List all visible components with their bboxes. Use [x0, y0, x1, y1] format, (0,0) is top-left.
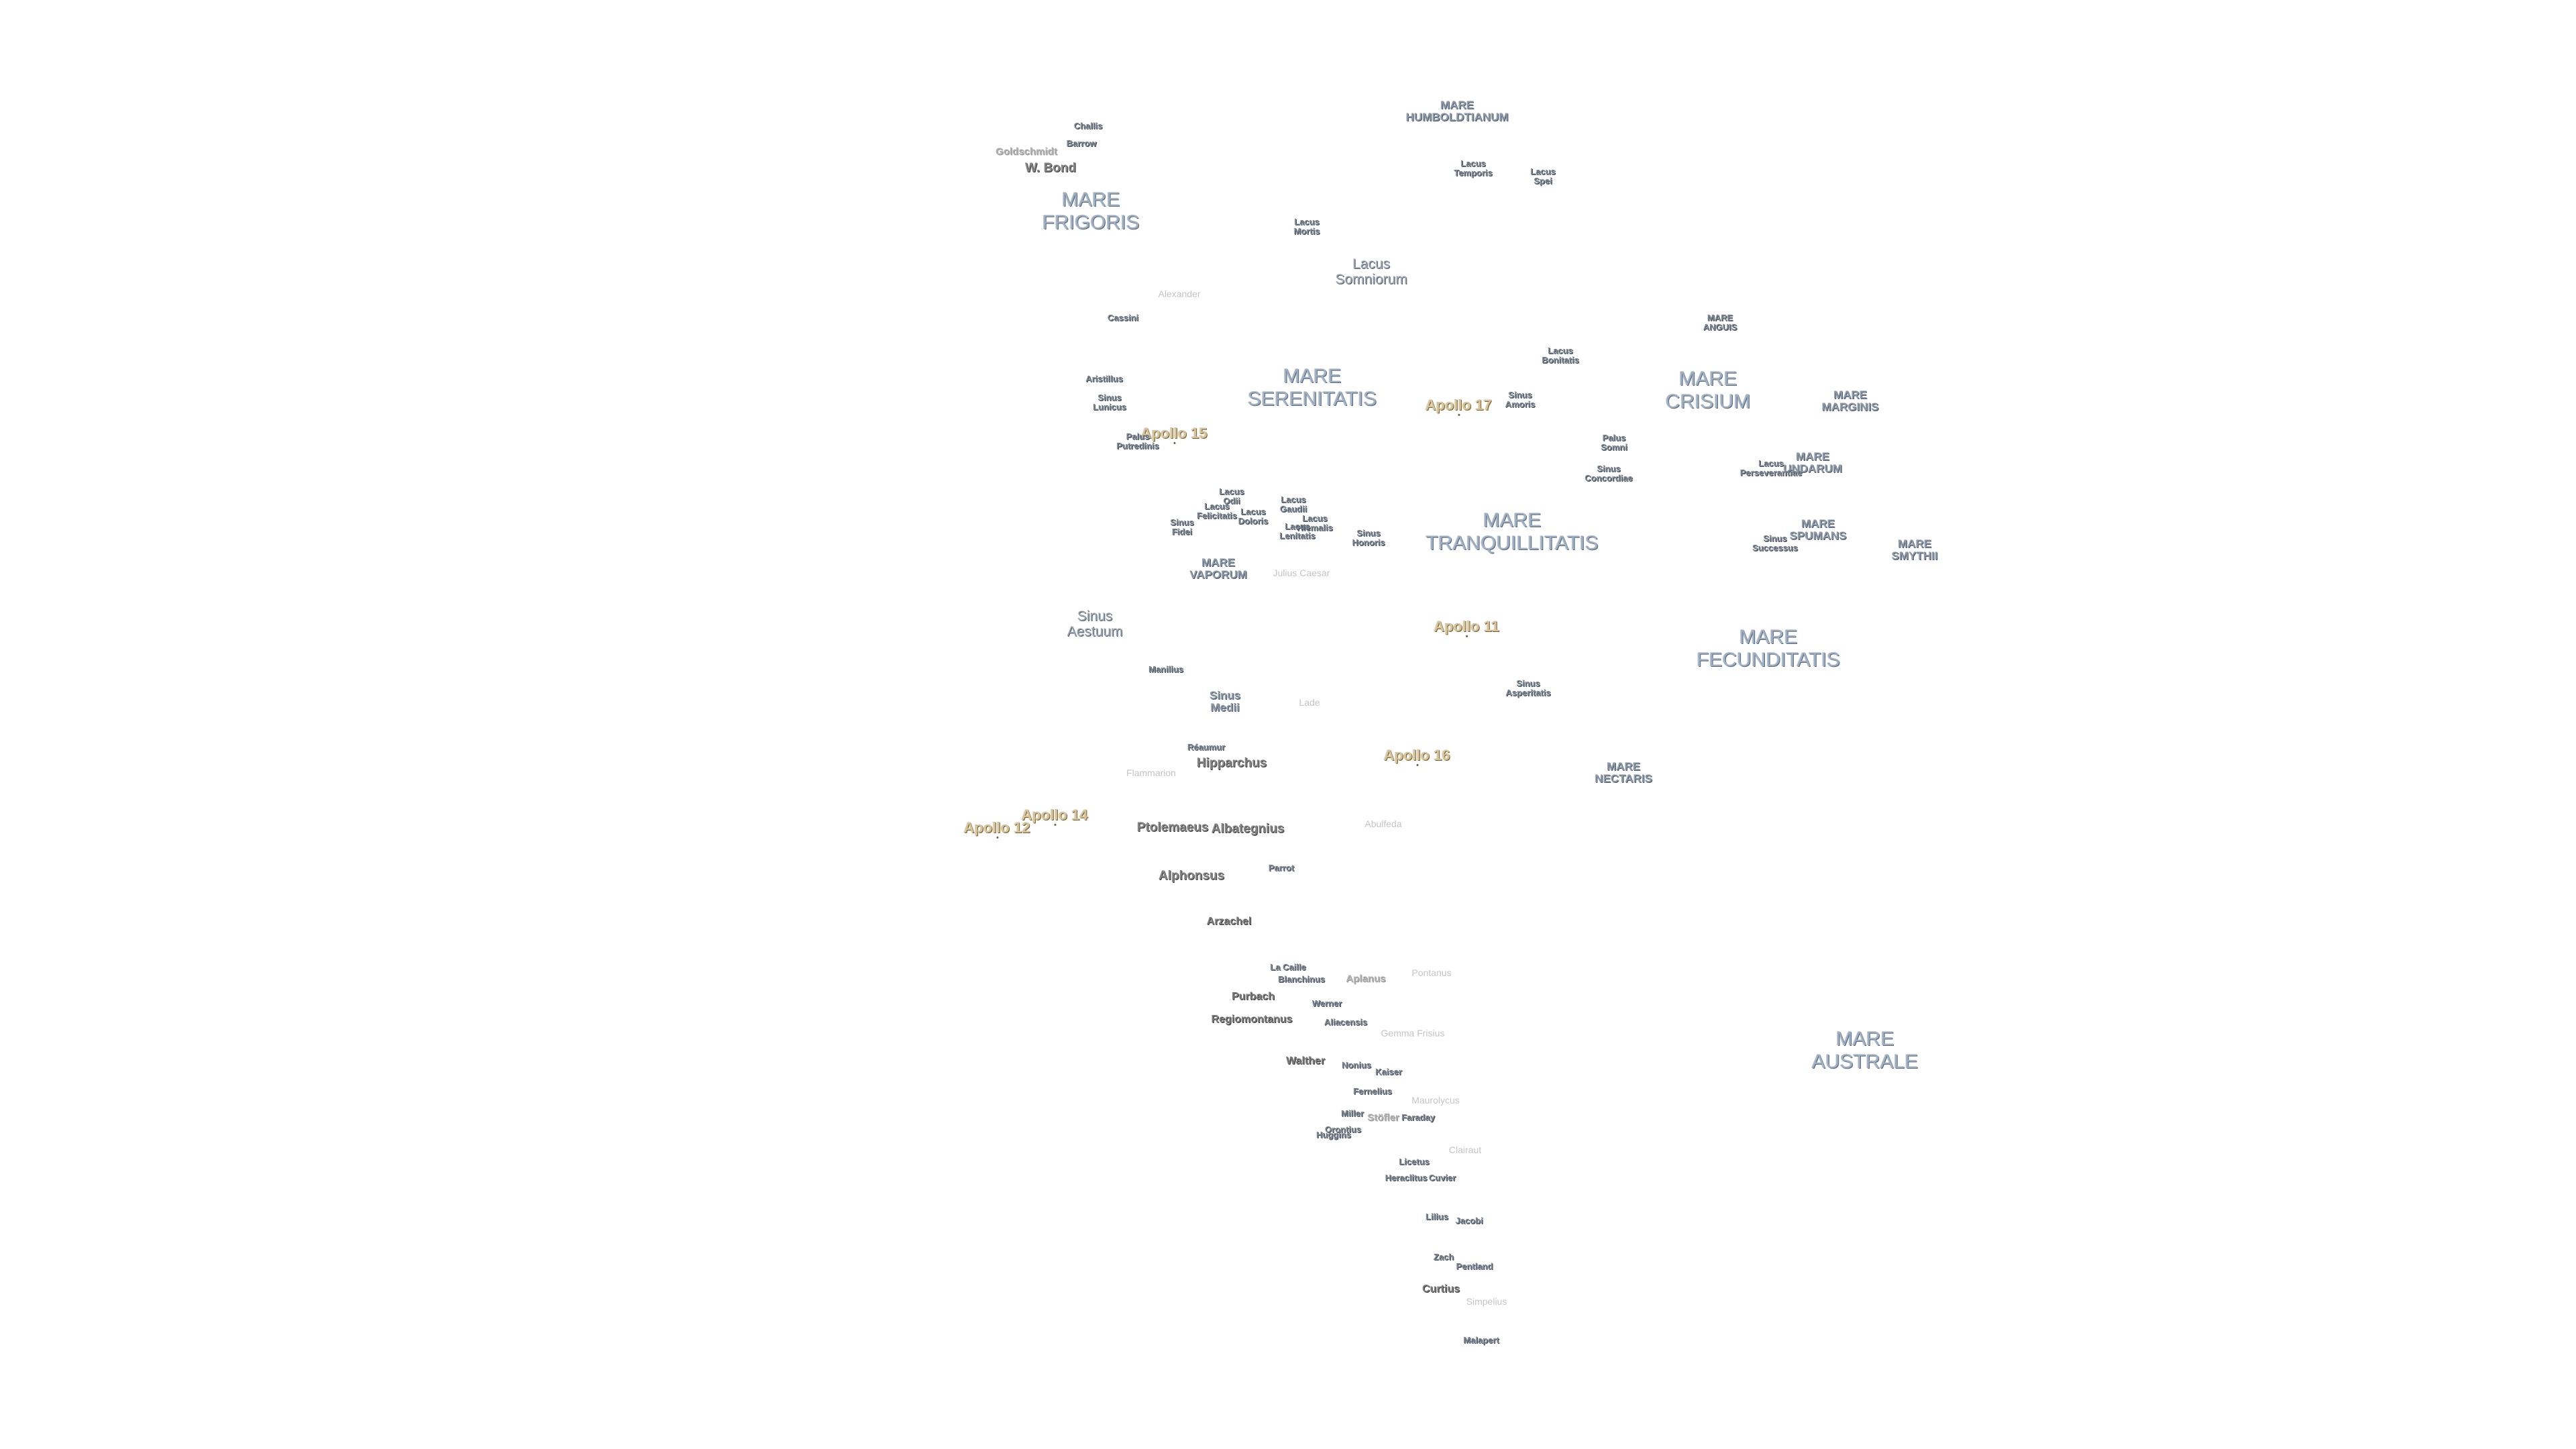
map-label-la-caille: La Caille: [1270, 962, 1306, 972]
map-label-reaumur: Réaumur: [1187, 742, 1226, 752]
map-label-albategnius: Albategnius: [1211, 822, 1285, 836]
map-label-lilius: Lilius: [1426, 1212, 1448, 1222]
map-label-maurolycus: Maurolycus: [1411, 1095, 1460, 1106]
map-label-pontanus: Pontanus: [1411, 967, 1452, 978]
map-label-huggins: Huggins: [1316, 1130, 1351, 1140]
map-label-apollo-15: Apollo 15: [1140, 425, 1208, 444]
map-label-gemma-frisius: Gemma Frisius: [1381, 1028, 1445, 1038]
map-label-fernelius: Fernelius: [1353, 1086, 1392, 1096]
map-label-flammarion: Flammarion: [1126, 767, 1176, 778]
map-label-curtius: Curtius: [1422, 1283, 1460, 1295]
map-label-aplanus: Aplanus: [1346, 973, 1386, 985]
map-label-lacus-doloris: Lacus Doloris: [1238, 506, 1269, 526]
map-label-mare-fecunditatis: MARE FECUNDITATIS: [1697, 626, 1840, 671]
map-label-hipparchus: Hipparchus: [1196, 756, 1267, 770]
map-label-lacus-temporis: Lacus Temporis: [1454, 158, 1493, 178]
map-label-cuvier: Cuvier: [1428, 1173, 1456, 1183]
map-label-clairaut: Clairaut: [1448, 1144, 1482, 1155]
map-label-cassini: Cassini: [1107, 313, 1139, 323]
map-label-ptolemaeus: Ptolemaeus: [1136, 820, 1209, 835]
map-label-abulfeda: Abulfeda: [1364, 818, 1402, 829]
map-label-apollo-16: Apollo 16: [1383, 747, 1450, 766]
map-label-lacus-mortis: Lacus Mortis: [1293, 217, 1320, 236]
map-label-sinus-honoris: Sinus Honoris: [1352, 528, 1385, 547]
map-label-heraclitus: Heraclitus: [1385, 1173, 1428, 1183]
map-label-mare-smythii: MARE SMYTHII: [1891, 537, 1938, 562]
map-label-licetus: Licetus: [1399, 1157, 1430, 1167]
map-label-mare-marginis: MARE MARGINIS: [1821, 388, 1879, 413]
map-label-stofler: Stöfler: [1367, 1112, 1399, 1124]
map-label-pentland: Pentland: [1456, 1261, 1493, 1271]
map-label-mare-anguis: MARE ANGUIS: [1703, 313, 1737, 332]
map-label-mare-undarum: MARE UNDARUM: [1783, 450, 1842, 475]
map-label-faraday: Faraday: [1401, 1112, 1435, 1122]
map-label-arzachel: Arzachel: [1206, 916, 1252, 927]
map-label-lacus-lenitatis: Lacus Lenitatis: [1279, 521, 1316, 541]
map-label-malapert: Malapert: [1463, 1335, 1499, 1345]
map-label-purbach: Purbach: [1231, 991, 1275, 1002]
map-label-regiomontanus: Regiomontanus: [1211, 1014, 1293, 1025]
map-label-zach: Zach: [1433, 1252, 1454, 1262]
map-label-mare-nectaris: MARE NECTARIS: [1595, 760, 1652, 785]
map-label-lacus-spei: Lacus Spei: [1530, 166, 1556, 186]
map-label-manilius: Manilius: [1148, 664, 1184, 674]
map-label-lacus-hiemalis: Lacus Hiemalis: [1297, 513, 1333, 533]
map-label-apollo-14: Apollo 14: [1021, 806, 1088, 826]
map-label-w-bond: W. Bond: [1025, 161, 1076, 175]
map-label-challis: Challis: [1073, 121, 1103, 131]
map-label-nonius: Nonius: [1341, 1060, 1372, 1070]
map-label-apollo-11: Apollo 11: [1434, 618, 1499, 637]
map-label-mare-serenitatis: MARE SERENITATIS: [1247, 365, 1377, 410]
map-label-lacus-gaudii: Lacus Gaudii: [1279, 494, 1307, 514]
map-label-lacus-odii: Lacus Odii: [1219, 486, 1244, 506]
map-label-lade: Lade: [1299, 697, 1320, 708]
map-label-werner: Werner: [1311, 998, 1342, 1008]
map-label-alphonsus: Alphonsus: [1158, 869, 1225, 883]
map-label-sinus-asperitatis: Sinus Asperitatis: [1505, 678, 1551, 698]
map-label-aliacensis: Aliacensis: [1324, 1017, 1368, 1027]
map-label-sinus-aestuum: Sinus Aestuum: [1067, 608, 1123, 639]
map-label-sinus-medii: Sinus Medii: [1209, 689, 1241, 714]
map-label-walther: Walther: [1285, 1055, 1326, 1067]
map-label-lacus-perseverantiae: Lacus Perseverantiae: [1739, 458, 1803, 478]
map-label-jacobi: Jacobi: [1455, 1216, 1483, 1226]
map-label-miller: Miller: [1341, 1108, 1364, 1118]
map-label-palus-putredinis: Palus Putredinis: [1116, 431, 1159, 451]
map-label-goldschmidt: Goldschmidt: [996, 146, 1057, 158]
map-label-aristillus: Aristillus: [1085, 374, 1123, 384]
map-label-apollo-12: Apollo 12: [963, 819, 1030, 839]
map-label-julius-caesar: Julius Caesar: [1273, 568, 1330, 578]
map-label-parrot: Parrot: [1268, 863, 1295, 873]
map-label-mare-crisium: MARE CRISIUM: [1665, 368, 1751, 413]
map-label-mare-frigoris: MARE FRIGORIS: [1042, 189, 1140, 233]
map-label-simpelius: Simpelius: [1466, 1296, 1507, 1307]
map-label-sinus-amoris: Sinus Amoris: [1505, 390, 1536, 409]
map-label-lacus-felicitatis: Lacus Felicitatis: [1197, 501, 1237, 521]
map-label-barrow: Barrow: [1066, 138, 1097, 148]
map-label-sinus-successus: Sinus Successus: [1752, 533, 1798, 553]
map-label-lacus-bonitatis: Lacus Bonitatis: [1542, 345, 1579, 365]
map-label-mare-humboldtianum: MARE HUMBOLDTIANUM: [1405, 99, 1509, 123]
map-label-palus-somni: Palus Somni: [1601, 433, 1627, 452]
map-label-mare-spumans: MARE SPUMANS: [1789, 517, 1847, 542]
map-label-sinus-fidei: Sinus Fidei: [1170, 517, 1194, 537]
map-label-mare-vaporum: MARE VAPORUM: [1189, 556, 1247, 581]
map-label-lacus-somniorum: Lacus Somniorum: [1335, 256, 1407, 287]
map-label-orontius: Orontius: [1324, 1124, 1362, 1134]
map-label-alexander: Alexander: [1158, 288, 1201, 299]
map-label-apollo-17: Apollo 17: [1425, 396, 1492, 416]
map-label-mare-tranquillitatis: MARE TRANQUILLITATIS: [1426, 509, 1599, 554]
map-label-kaiser: Kaiser: [1375, 1067, 1402, 1077]
map-label-sinus-concordiae: Sinus Concordiae: [1585, 464, 1633, 483]
map-label-mare-australe: MARE AUSTRALE: [1811, 1028, 1919, 1073]
map-label-sinus-lunicus: Sinus Lunicus: [1093, 392, 1126, 412]
map-label-blanchinus: Blanchinus: [1277, 974, 1326, 984]
